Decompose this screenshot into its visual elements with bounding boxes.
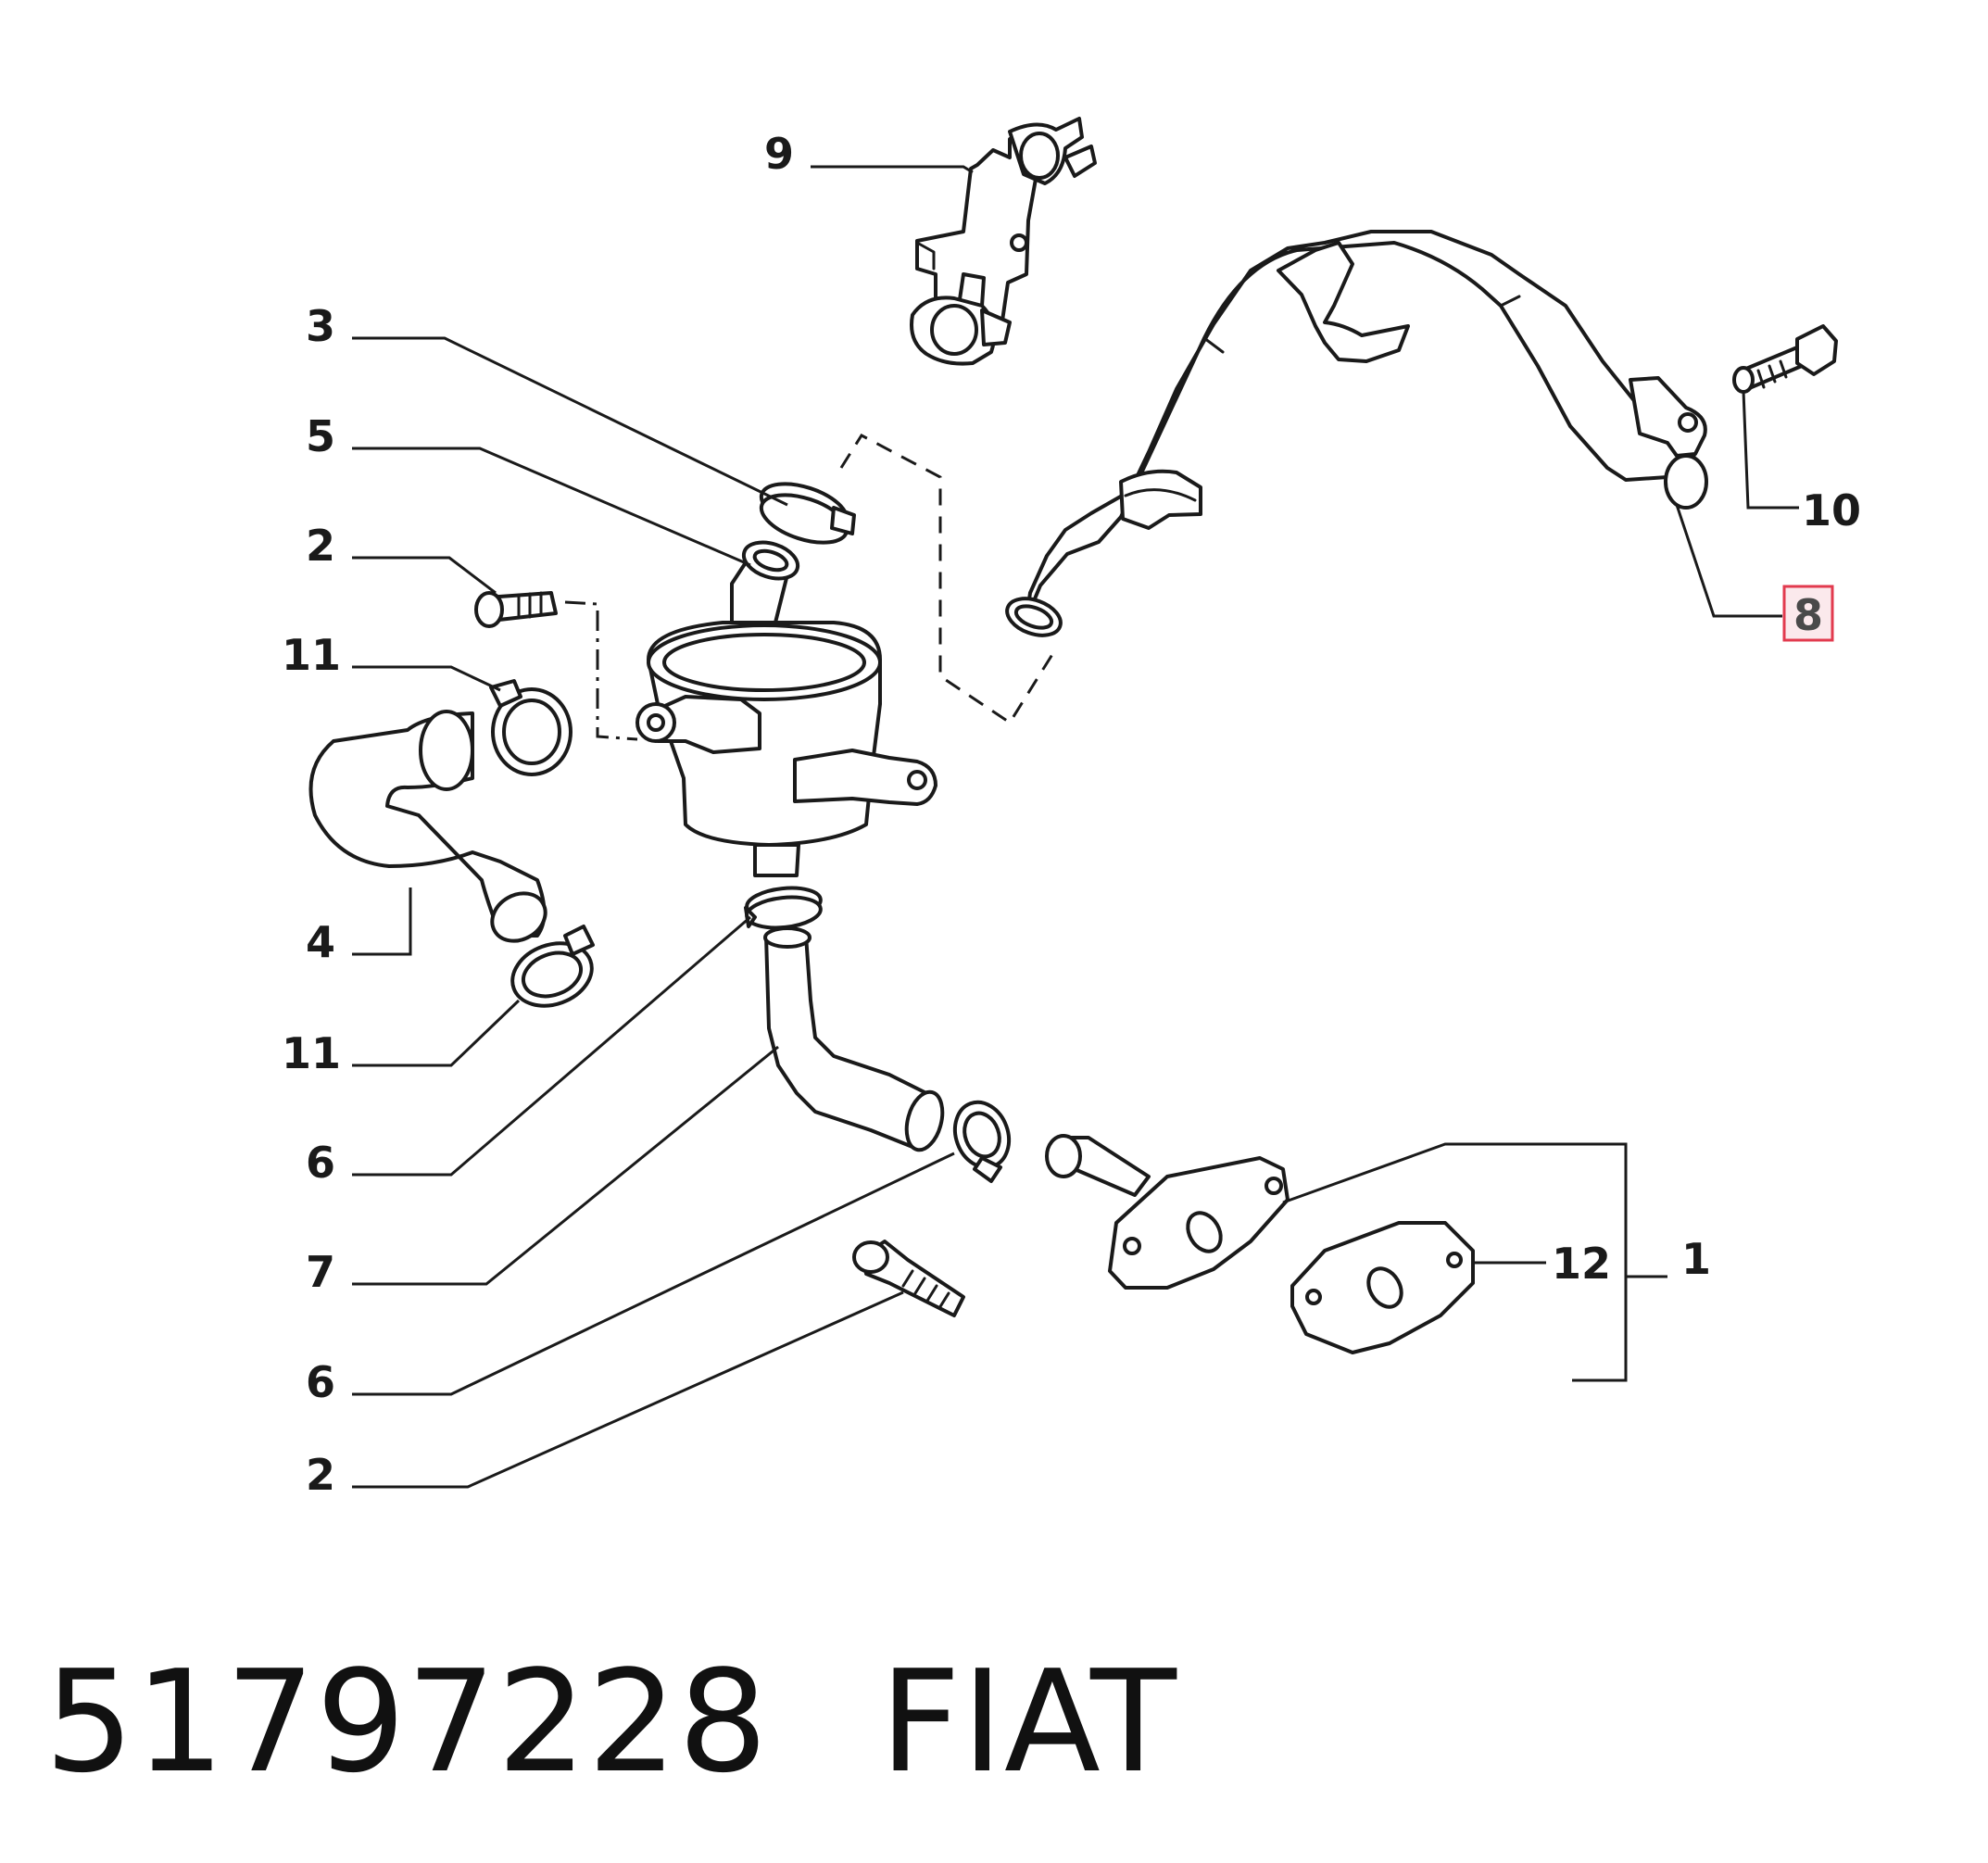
part-6-clamp-upper[interactable]	[744, 885, 823, 931]
part-number: 51797228	[44, 1640, 769, 1804]
brand-name: FIAT	[879, 1640, 1177, 1804]
callout-6-upper[interactable]: 6	[306, 1138, 335, 1188]
part-2-bolt-upper[interactable]	[474, 591, 558, 628]
callout-12[interactable]: 12	[1552, 1239, 1611, 1289]
part-6-clamp-lower[interactable]	[946, 1095, 1017, 1183]
callout-10[interactable]: 10	[1802, 485, 1861, 535]
callout-2-lower[interactable]: 2	[306, 1450, 335, 1500]
part-4-hose[interactable]	[308, 710, 554, 950]
part-2-bolt-lower[interactable]	[852, 1240, 965, 1317]
callout-5[interactable]: 5	[306, 411, 335, 461]
callout-3[interactable]: 3	[306, 301, 335, 351]
callout-11-upper[interactable]: 11	[282, 630, 341, 680]
part-8-pipe[interactable]	[1002, 230, 1708, 642]
dashdot-bolt-line	[564, 600, 638, 741]
oil-separator-body[interactable]	[635, 621, 937, 877]
callout-7[interactable]: 7	[306, 1247, 335, 1297]
callout-8-highlight-box	[1782, 585, 1834, 642]
leader-lines	[352, 165, 1799, 1489]
callout-6-lower[interactable]: 6	[306, 1357, 335, 1407]
part-1-flange-assembly[interactable]	[1045, 1134, 1290, 1290]
part-3-clamp[interactable]	[756, 474, 856, 552]
callout-11-lower[interactable]: 11	[282, 1028, 341, 1078]
callout-labels: 9 3 5 2 11 4 11 6 7 6 2 10 8 12 1	[282, 129, 1861, 1500]
part-11-clamp-upper[interactable]	[489, 679, 572, 776]
dashed-connection-line	[839, 434, 1058, 725]
part-10-bolt[interactable]	[1732, 324, 1838, 394]
callout-8[interactable]: 8	[1793, 590, 1823, 640]
callout-1[interactable]: 1	[1681, 1234, 1711, 1284]
callout-2-upper[interactable]: 2	[306, 521, 335, 571]
part-9-bracket[interactable]	[910, 117, 1097, 366]
part-footer: 51797228 FIAT	[44, 1640, 1177, 1804]
part-11-clamp-lower[interactable]	[504, 925, 601, 1016]
part-7-hose[interactable]	[763, 926, 949, 1154]
callout-4[interactable]: 4	[306, 917, 335, 967]
part-12-gasket[interactable]	[1290, 1221, 1475, 1354]
callout-9[interactable]: 9	[764, 129, 794, 179]
